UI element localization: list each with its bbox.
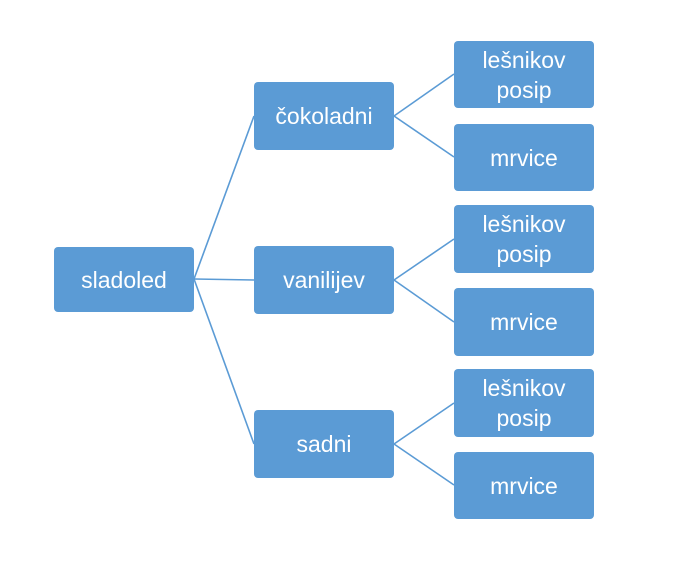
node-label: mrvice (490, 144, 558, 171)
node-cokoladni: čokoladni (254, 82, 394, 150)
connector-sadni-mrvice (393, 443, 455, 486)
node-vanilijev-mrvice: mrvice (454, 288, 594, 356)
connector-root-cokoladni (193, 115, 255, 280)
node-label: sadni (296, 431, 352, 457)
node-sadni: sadni (254, 410, 394, 478)
node-sadni-lesnikov-posip: lešnikov posip (454, 369, 594, 437)
connector-sadni-lesnikov (393, 402, 455, 445)
connector-vanilijev-mrvice (393, 279, 455, 323)
node-label: čokoladni (275, 103, 373, 129)
node-label: sladoled (81, 266, 167, 293)
node-label: lešnikov posip (482, 375, 566, 431)
node-label: lešnikov posip (482, 211, 566, 267)
node-vanilijev: vanilijev (254, 246, 394, 314)
node-label: lešnikov posip (482, 46, 566, 103)
connector-cokoladni-lesnikov (393, 73, 455, 117)
node-vanilijev-lesnikov-posip: lešnikov posip (454, 205, 594, 273)
node-label: vanilijev (283, 267, 365, 293)
connector-vanilijev-lesnikov (393, 238, 455, 281)
connector-root-sadni (193, 278, 255, 445)
connector-root-vanilijev (193, 278, 255, 281)
node-cokoladni-lesnikov-posip: lešnikov posip (454, 41, 594, 108)
connector-cokoladni-mrvice (393, 115, 455, 158)
node-label: mrvice (490, 472, 558, 499)
node-sadni-mrvice: mrvice (454, 452, 594, 519)
node-label: mrvice (490, 309, 558, 335)
node-sladoled: sladoled (54, 247, 194, 312)
node-cokoladni-mrvice: mrvice (454, 124, 594, 191)
